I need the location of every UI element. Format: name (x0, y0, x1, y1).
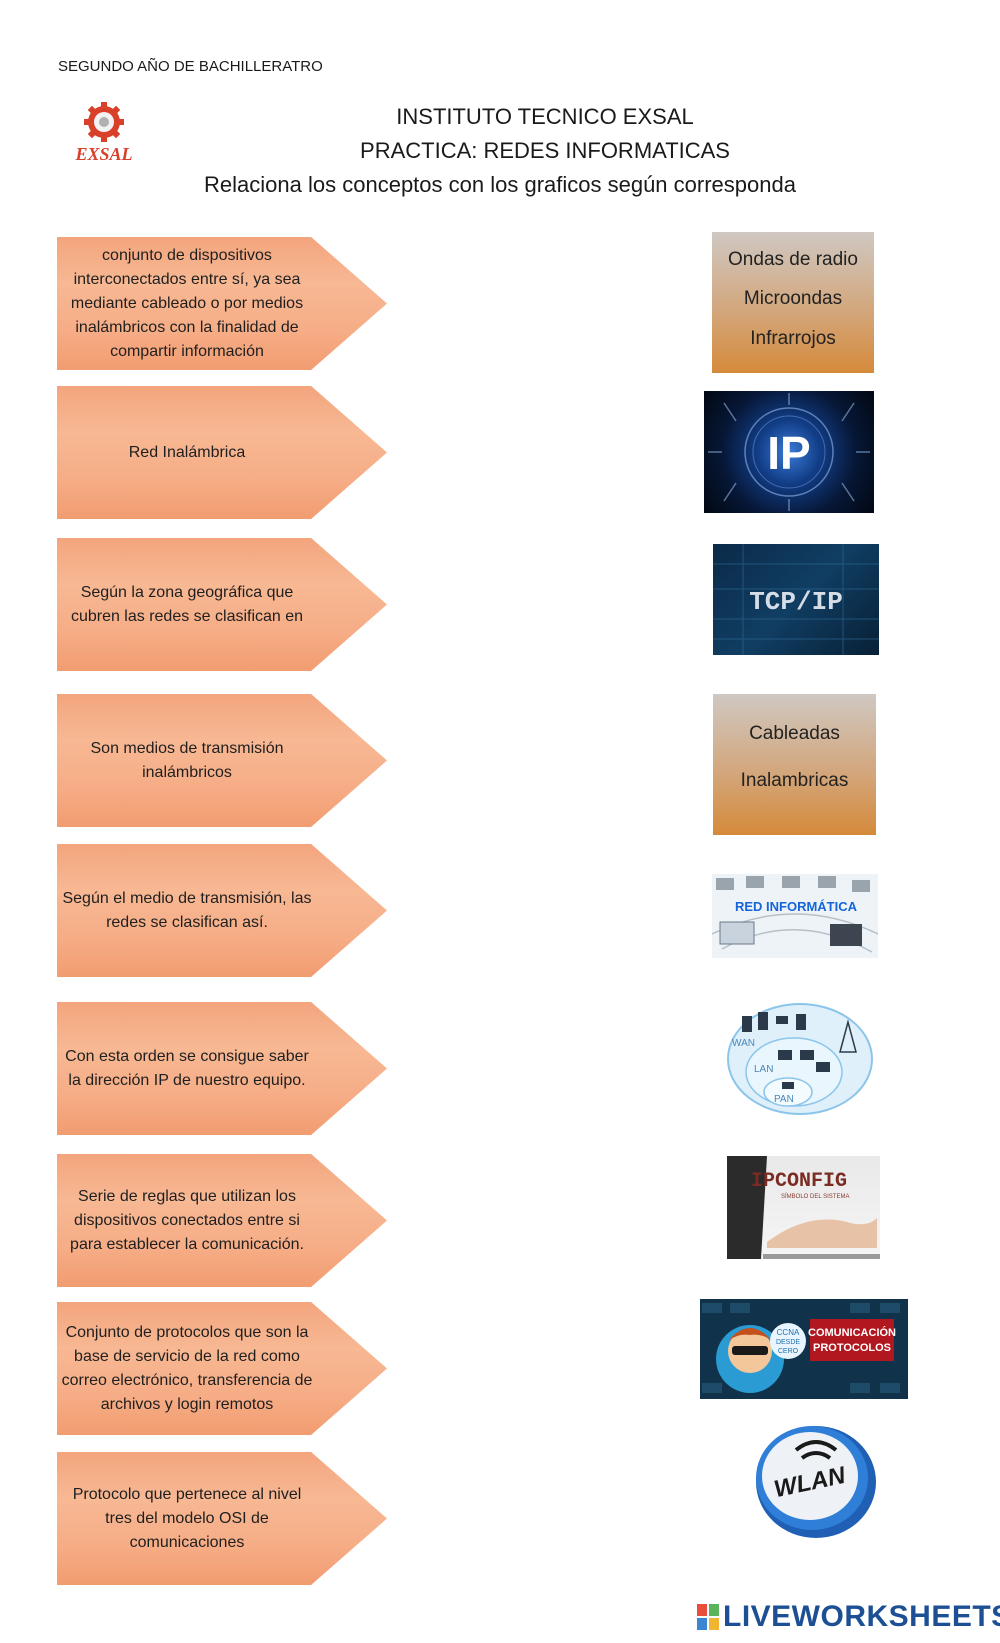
liveworksheets-brand[interactable]: LIVEWORKSHEETS (697, 1600, 1000, 1634)
instructions: Relaciona los conceptos con los graficos… (204, 172, 796, 197)
pan-label: PAN (774, 1094, 794, 1105)
wlan-image[interactable]: WLAN (750, 1418, 880, 1543)
concept-text: Según la zona geográfica que cubren las … (70, 583, 304, 625)
grade-label: SEGUNDO AÑO DE BACHILLERATRO (58, 58, 323, 75)
wlan-graphic: WLAN (756, 1426, 876, 1538)
ccna-image[interactable]: CCNA DESDE CERO COMUNICACIÓN PROTOCOLOS (700, 1299, 908, 1399)
comm-line1: COMUNICACIÓN (808, 1326, 896, 1339)
ccna-line3: CERO (778, 1348, 799, 1355)
types-card[interactable]: Cableadas Inalambricas (713, 694, 876, 835)
card-line: Inalambricas (740, 770, 849, 791)
brand-icon (697, 1604, 719, 1630)
card-line: Ondas de radio (728, 249, 858, 270)
ipconfig-subtext: SÍMBOLO DEL SISTEMA (781, 1193, 849, 1200)
concept-arrow[interactable]: Son medios de transmisión inalámbricos (57, 694, 387, 827)
ccna-line2: DESDE (776, 1339, 800, 1346)
ip-graphic: IP (708, 393, 870, 511)
concept-text: Conjunto de protocolos que son la base d… (61, 1323, 313, 1413)
concept-arrow[interactable]: Con esta orden se consigue saber la dire… (57, 1002, 387, 1135)
concept-text: Red Inalámbrica (128, 443, 246, 461)
ipconfig-image[interactable]: IPCONFIG SÍMBOLO DEL SISTEMA (727, 1156, 880, 1259)
concept-arrow[interactable]: Según el medio de transmisión, las redes… (57, 844, 387, 977)
wan-label: WAN (732, 1038, 755, 1049)
brand-text: LIVEWORKSHEETS (723, 1600, 1000, 1633)
comm-line2: PROTOCOLOS (813, 1342, 891, 1354)
concept-text: Con esta orden se consigue saber la dire… (65, 1047, 309, 1089)
concept-arrow[interactable]: Conjunto de protocolos que son la base d… (57, 1302, 387, 1435)
tcpip-graphic: TCP/IP (713, 544, 879, 655)
tcpip-text: TCP/IP (749, 587, 843, 617)
page-subtitle: PRACTICA: REDES INFORMATICAS (360, 138, 730, 163)
wan-lan-pan-image[interactable]: WAN LAN PAN (726, 1002, 874, 1116)
concept-arrow[interactable]: conjunto de dispositivos interconectados… (57, 237, 387, 370)
concept-arrow[interactable]: Protocolo que pertenece al nivel tres de… (57, 1452, 387, 1585)
network-text: RED INFORMÁTICA (735, 899, 858, 914)
concept-text: Protocolo que pertenece al nivel tres de… (72, 1485, 302, 1551)
tcpip-image[interactable]: TCP/IP (713, 544, 879, 655)
card-line: Cableadas (749, 723, 840, 744)
title-block: INSTITUTO TECNICO EXSAL PRACTICA: REDES … (0, 100, 1000, 202)
ip-image[interactable]: IP (704, 391, 874, 513)
concept-text: conjunto de dispositivos interconectados… (70, 246, 304, 360)
concept-text: Según el medio de transmisión, las redes… (62, 889, 312, 931)
concept-arrow[interactable]: Serie de reglas que utilizan los disposi… (57, 1154, 387, 1287)
ccna-graphic: CCNA DESDE CERO COMUNICACIÓN PROTOCOLOS (702, 1303, 900, 1393)
school-logo: EXSAL (74, 102, 133, 164)
concept-text: Son medios de transmisión inalámbricos (90, 739, 284, 781)
concept-text: Serie de reglas que utilizan los disposi… (70, 1187, 304, 1253)
concept-arrow[interactable]: Red Inalámbrica (57, 386, 387, 519)
ipconfig-graphic: IPCONFIG SÍMBOLO DEL SISTEMA (727, 1156, 880, 1259)
network-image[interactable]: RED INFORMÁTICA (712, 874, 878, 958)
concept-arrow[interactable]: Según la zona geográfica que cubren las … (57, 538, 387, 671)
card-line: Infrarrojos (750, 328, 836, 349)
ccna-line1: CCNA (777, 1328, 800, 1337)
logo-text: EXSAL (74, 144, 132, 164)
lan-label: LAN (754, 1064, 773, 1075)
wan-lan-pan-graphic: WAN LAN PAN (727, 1003, 873, 1115)
media-card[interactable]: Ondas de radio Microondas Infrarrojos (712, 232, 874, 373)
ipconfig-text: IPCONFIG (751, 1170, 847, 1193)
page-title: INSTITUTO TECNICO EXSAL (396, 104, 694, 129)
ip-text: IP (767, 427, 810, 479)
card-line: Microondas (743, 288, 843, 309)
network-graphic: RED INFORMÁTICA (712, 876, 878, 953)
